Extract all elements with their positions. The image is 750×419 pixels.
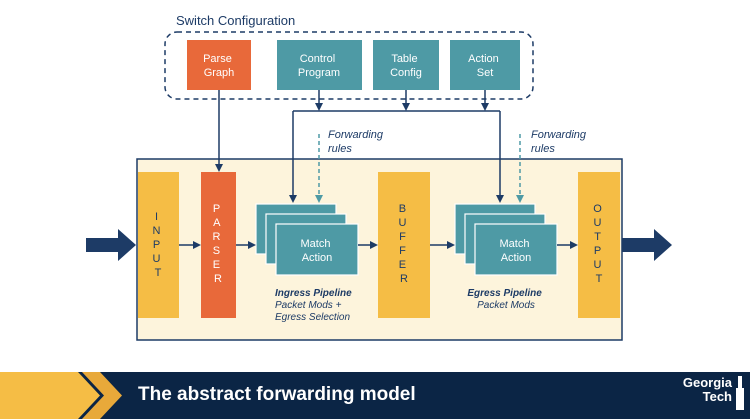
input-stage-label: I N P U T	[152, 211, 163, 279]
input-arrow	[86, 229, 136, 261]
parser-stage	[201, 172, 236, 318]
parser-stage-label: P A R S E R	[212, 203, 223, 285]
tech-tower-icon	[736, 376, 744, 410]
egress-match-action-box	[474, 223, 558, 276]
ingress-pipeline-caption: Ingress Pipeline Packet Mods + Egress Se…	[275, 288, 354, 323]
forwarding-model-diagram: Switch Configuration Parse Graph Control…	[86, 13, 672, 341]
footer-chevrons	[0, 372, 122, 419]
forwarding-rules-label-1: Forwarding rules	[328, 129, 386, 155]
table-config-box	[373, 40, 439, 90]
switch-config-title: Switch Configuration	[176, 13, 295, 28]
buffer-stage-label: B U F F E R	[398, 203, 409, 285]
action-set-label: Action Set	[468, 53, 502, 79]
ingress-match-action-box	[275, 223, 359, 276]
ingress-match-action-label: Match Action	[300, 238, 333, 264]
parse-graph-label: Parse Graph	[203, 53, 235, 79]
buffer-stage	[378, 172, 430, 318]
forwarding-rules-label-2: Forwarding rules	[531, 129, 589, 155]
control-program-label: Control Program	[298, 53, 340, 79]
switch-config-group	[164, 31, 534, 100]
output-arrow	[622, 229, 672, 261]
footer-bar: The abstract forwarding model Georgia Te…	[0, 372, 750, 419]
table-config-label: Table Config	[390, 53, 422, 79]
action-set-box	[450, 40, 520, 90]
input-stage	[138, 172, 179, 318]
georgia-tech-logo: Georgia Tech	[650, 372, 750, 419]
control-program-box	[277, 40, 362, 90]
footer-title: The abstract forwarding model	[138, 384, 416, 405]
parse-graph-box	[187, 40, 251, 90]
egress-match-action-label: Match Action	[499, 238, 532, 264]
output-stage	[578, 172, 620, 318]
egress-pipeline-caption: Egress Pipeline Packet Mods	[467, 288, 544, 311]
output-stage-label: O U T P U T	[593, 203, 605, 285]
